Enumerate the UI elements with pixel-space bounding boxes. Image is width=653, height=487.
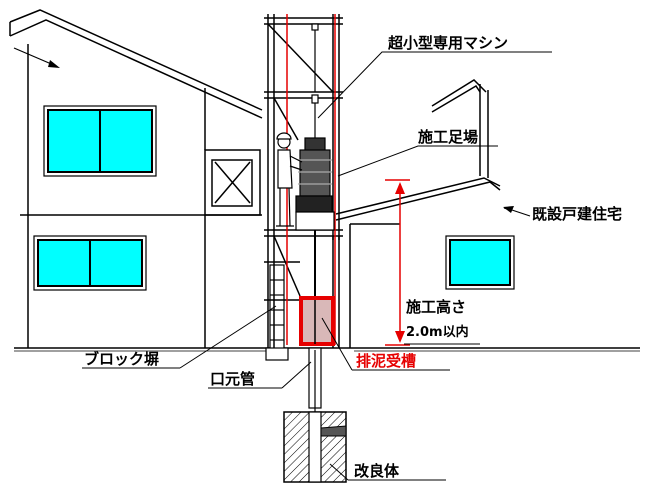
improved-body-label: 改良体 — [354, 462, 400, 480]
improved-body — [283, 411, 347, 483]
arrow-icon — [13, 47, 60, 68]
right-house — [335, 79, 501, 348]
height-value-label: 2.0m以内 — [406, 324, 469, 340]
block-wall — [265, 264, 289, 361]
right-window — [445, 235, 515, 290]
casing-label: 口元管 — [210, 370, 255, 388]
worker-figure — [276, 132, 303, 227]
mud-tank — [299, 296, 335, 346]
scaffold — [264, 14, 343, 348]
existing-house-label: 既設戸建住宅 — [532, 205, 622, 223]
leader-lines — [82, 51, 552, 481]
machine-label: 超小型専用マシン — [387, 34, 508, 52]
drilling-machine — [295, 23, 335, 300]
left-lower-window — [33, 235, 147, 291]
mud-tank-label: 排泥受槽 — [356, 352, 416, 370]
block-wall-label: ブロック塀 — [84, 350, 159, 368]
left-house — [9, 9, 263, 348]
scaffold-label: 施工足場 — [418, 128, 478, 146]
height-title-label: 施工高さ — [406, 298, 466, 316]
height-dimension — [385, 179, 410, 346]
leader-arrow-icon — [503, 206, 531, 217]
left-upper-window — [43, 105, 157, 177]
